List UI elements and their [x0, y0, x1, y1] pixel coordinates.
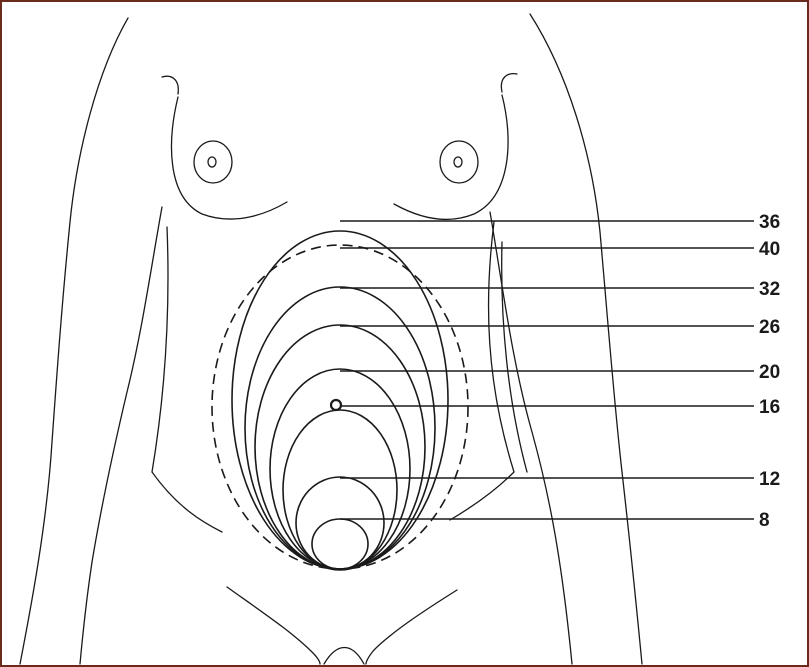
uterus-week-16 — [283, 410, 397, 570]
right-axilla — [501, 74, 517, 92]
uterus-week-8 — [312, 519, 368, 569]
left-nipple — [208, 157, 216, 167]
leader-lines — [340, 221, 754, 519]
right-arm-outer — [530, 14, 642, 664]
week-label-36: 36 — [759, 212, 780, 233]
umbilicus-marker — [331, 400, 341, 410]
right-areola — [440, 141, 478, 183]
uterus-week-32 — [245, 287, 435, 569]
left-arm-outer — [20, 18, 128, 664]
torso-outline — [20, 14, 642, 664]
week-label-32: 32 — [759, 279, 780, 300]
lower-body — [227, 587, 457, 664]
uterus-week-26 — [255, 325, 425, 569]
left-groin — [227, 587, 320, 664]
left-areola — [194, 141, 232, 183]
week-label-12: 12 — [759, 469, 780, 490]
right-groin — [366, 590, 457, 664]
week-label-8: 8 — [759, 510, 770, 531]
week-labels: 36 40 32 26 20 16 12 8 — [759, 212, 780, 531]
left-torso-side — [152, 227, 222, 532]
crotch — [324, 648, 364, 665]
uterus-week-12 — [296, 477, 384, 569]
week-label-20: 20 — [759, 362, 780, 383]
uterus-week-20 — [270, 369, 410, 569]
left-arm-inner — [80, 207, 162, 664]
week-label-26: 26 — [759, 317, 780, 338]
week-label-16: 16 — [759, 397, 780, 418]
right-nipple — [454, 157, 462, 167]
week-label-40: 40 — [759, 239, 780, 260]
left-breast — [172, 97, 287, 219]
right-breast — [394, 95, 508, 219]
left-axilla — [162, 76, 178, 94]
breasts — [172, 95, 509, 219]
